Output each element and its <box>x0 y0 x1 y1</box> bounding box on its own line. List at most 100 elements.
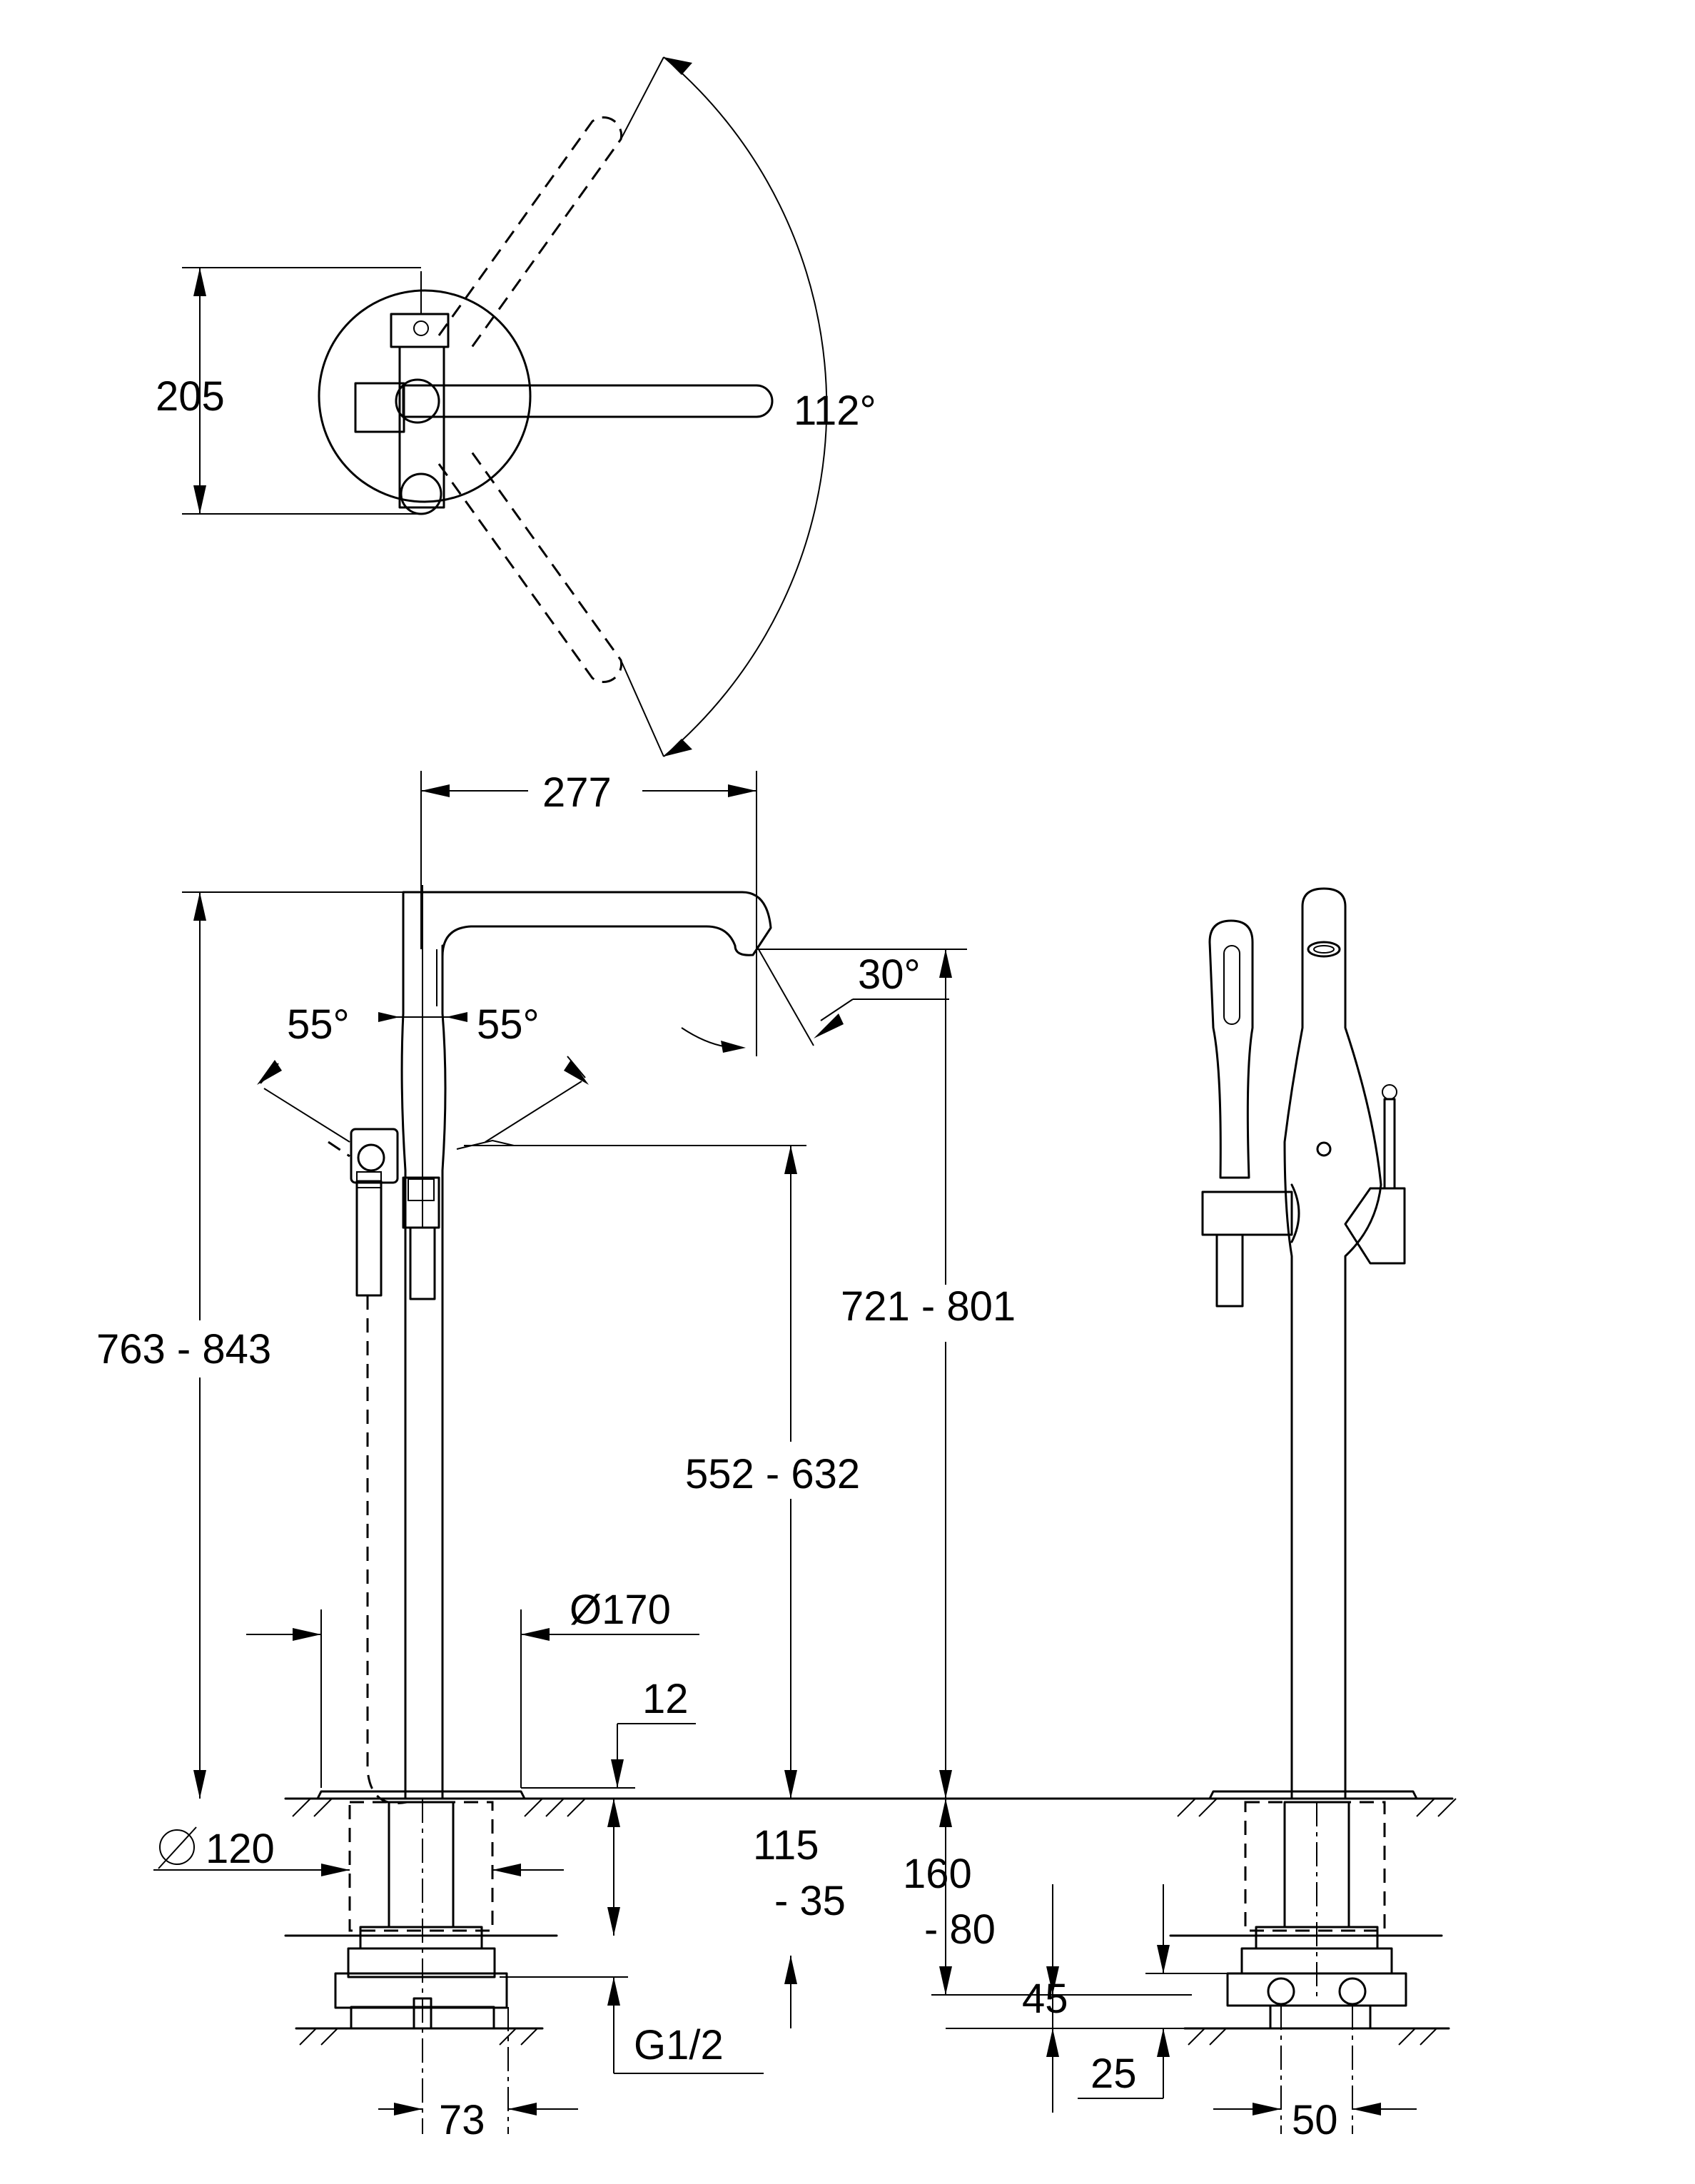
install-body-core <box>388 1801 455 1928</box>
angle-112-leader-bottom <box>620 659 664 757</box>
side-column-hole <box>1316 1141 1332 1157</box>
side-mixer-body <box>1344 1187 1406 1265</box>
angle-55-right-arrow <box>564 1060 589 1085</box>
dim-install-right-arrow <box>784 1956 797 1984</box>
angle-30-line <box>756 945 814 1046</box>
angle-30-label: 30° <box>858 951 921 998</box>
dim-160-arrow-bottom <box>939 1966 952 1995</box>
angle-55-left-dash <box>328 1141 350 1158</box>
top-view-spout-joint <box>395 378 440 424</box>
top-view-spout-rotated-up <box>437 116 623 354</box>
dim-25-arrow-top <box>1157 1945 1170 1973</box>
g12-label: G1/2 <box>634 2022 724 2068</box>
dim-721-arrow-top <box>939 949 952 978</box>
angle-55-right-arrow-tick <box>567 1056 586 1078</box>
side-view: 45 25 50 <box>946 887 1457 2143</box>
top-view: 112° 205 <box>156 56 876 757</box>
dim-763-arrow-bottom <box>193 1770 206 1799</box>
dim-25-arrow-bottom <box>1157 2028 1170 2057</box>
front-hose-dashed <box>366 1295 408 1804</box>
angle-55-left-label: 55° <box>287 1001 350 1048</box>
angle-112-label: 112° <box>794 388 876 434</box>
top-view-rosette <box>318 289 532 503</box>
front-install-body <box>284 1801 558 2046</box>
dim-160-arrow-top <box>939 1799 952 1827</box>
angle-55-center-arrow-left <box>378 1012 400 1022</box>
top-view-spout-rotated-down <box>437 445 623 683</box>
front-lever <box>355 1180 383 1297</box>
side-mixer-lever <box>1383 1098 1396 1190</box>
side-outlet-left <box>1267 1977 1295 2006</box>
dia-170-label: Ø170 <box>570 1587 671 1633</box>
dim-277-arrow-left <box>421 784 450 797</box>
dim-73-label: 73 <box>439 2097 485 2143</box>
dim-45-label: 45 <box>1022 1976 1068 2022</box>
top-view-head <box>390 313 450 348</box>
top-view-pin <box>413 320 429 336</box>
dim-73-arrow-left <box>394 2103 423 2115</box>
angle-112-arrow-bottom <box>664 739 692 757</box>
dia-120-symbol-slash <box>158 1826 197 1869</box>
floor-hatch-left <box>292 1798 586 1817</box>
side-mixer-lever-tip <box>1382 1084 1397 1100</box>
dim-80-label: - 80 <box>924 1906 996 1953</box>
floor-hatch-right <box>1177 1798 1457 1817</box>
dim-12-arrow <box>611 1759 624 1788</box>
dim-50-label: 50 <box>1292 2097 1338 2143</box>
dim-73-arrow-right <box>508 2103 537 2115</box>
angle-30-arrow <box>721 1041 746 1053</box>
dia-120-label: 120 <box>206 1826 275 1872</box>
dim-277-arrow-right <box>728 784 757 797</box>
side-spout-outlet <box>1307 941 1341 958</box>
angle-55-left-arrow <box>257 1060 282 1085</box>
front-lever-knurl <box>356 1171 382 1188</box>
dia-170-arrow-right <box>521 1628 550 1641</box>
dia-120-symbol-circle <box>159 1829 195 1865</box>
dim-25-label: 25 <box>1091 2051 1137 2097</box>
angle-30-leader-arrow <box>814 1013 844 1038</box>
dim-205-arrow-top <box>193 268 206 296</box>
dim-12-label: 12 <box>642 1676 689 1722</box>
side-spout-outlet-inner <box>1313 945 1335 954</box>
side-outlet-right <box>1338 1977 1367 2006</box>
dim-552-arrow-top <box>784 1146 797 1174</box>
side-handshower <box>1208 919 1254 1179</box>
dim-721-801-label: 721 - 801 <box>841 1283 1016 1330</box>
dim-721-arrow-bottom <box>939 1770 952 1799</box>
dim-205-arrow-bottom <box>193 485 206 514</box>
top-view-body <box>398 345 445 509</box>
dim-115-arrow-bottom <box>607 1907 620 1936</box>
side-handshower-face <box>1223 945 1240 1025</box>
dia-120-arrow-right <box>492 1864 521 1876</box>
dim-115-label: 115 <box>753 1822 819 1869</box>
dim-552-arrow-bottom <box>784 1770 797 1799</box>
angle-112-arc <box>663 56 828 757</box>
angle-112-leader-top <box>620 56 664 140</box>
install-body-flange <box>347 1947 496 1978</box>
g12-arrow-top <box>607 1977 620 2006</box>
side-install-foot <box>1269 2004 1372 2030</box>
front-column-left <box>400 944 407 1800</box>
dim-50-arrow-left <box>1253 2103 1281 2115</box>
dim-45-arrow-top <box>1046 1966 1059 1995</box>
front-spout <box>402 891 772 958</box>
side-column-right <box>1301 887 1382 1800</box>
install-body-dashed <box>348 1801 494 1932</box>
install-body-base <box>334 1972 508 2009</box>
angle-55-right-line <box>485 1081 582 1143</box>
front-lever-block <box>350 1128 399 1184</box>
dim-763-843-label: 763 - 843 <box>96 1326 271 1372</box>
dim-763-arrow-top <box>193 892 206 921</box>
side-holder-ring <box>1290 1183 1300 1243</box>
front-lever-knob <box>357 1143 385 1172</box>
side-holder <box>1201 1190 1293 1236</box>
front-view: 277 55° 55° <box>96 769 1454 2143</box>
angle-55-right-label: 55° <box>477 1001 540 1048</box>
dim-115-arrow-top <box>607 1799 620 1827</box>
dim-277-label: 277 <box>542 769 612 816</box>
side-base-plate <box>1208 1790 1418 1800</box>
side-hose <box>1215 1233 1244 1308</box>
angle-30-leader-a <box>820 999 854 1021</box>
dim-160-label: 160 <box>903 1851 972 1897</box>
